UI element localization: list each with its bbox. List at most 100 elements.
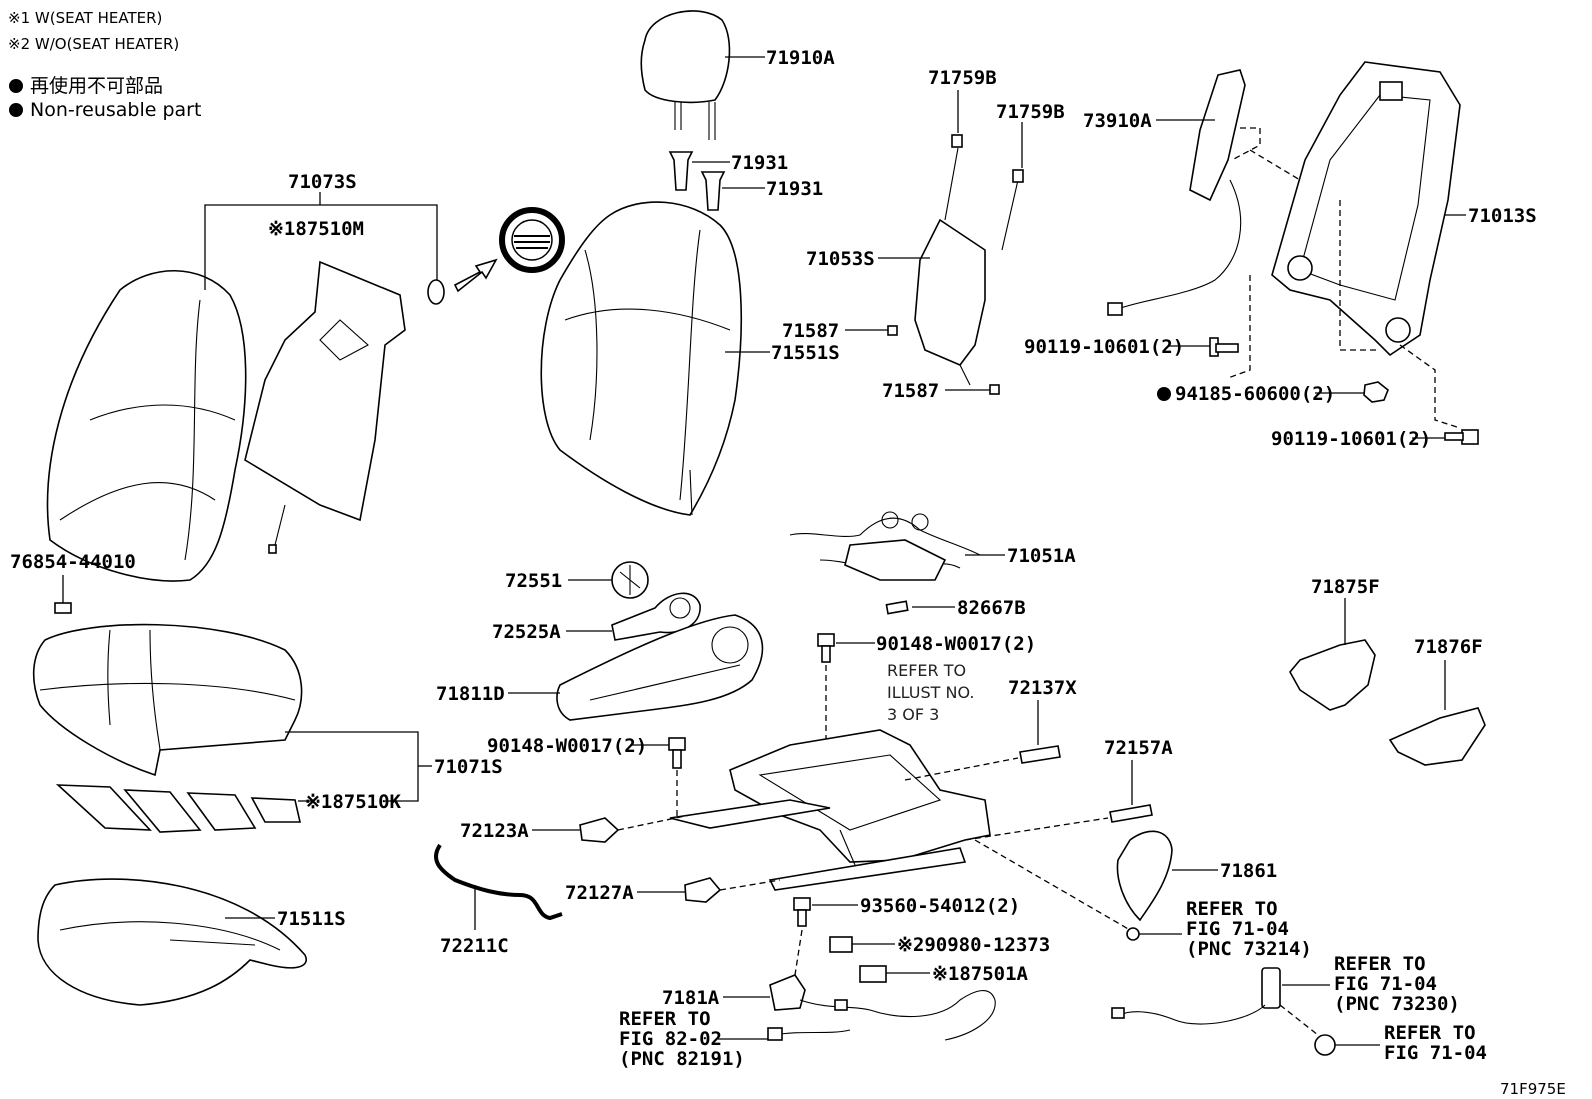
bolt-90148-upper-icon (817, 633, 835, 663)
part-label-72137X: 72137X (1008, 677, 1077, 699)
ref-82191-line3: (PNC 82191) (619, 1048, 745, 1070)
part-label-71931-lower: 71931 (766, 178, 823, 200)
part-label-94185: 94185-60600(2) (1175, 383, 1335, 405)
part-label-71587-upper: 71587 (782, 320, 839, 342)
headrest-support-drawing (668, 151, 726, 211)
cover-71861-drawing (1116, 830, 1173, 922)
part-label-71511S: 71511S (277, 908, 346, 930)
refer-illust-note: REFER TO ILLUST NO. 3 OF 3 (887, 661, 974, 724)
part-label-82667B: 82667B (957, 597, 1026, 619)
part-label-72123A: 72123A (460, 820, 529, 842)
ref-82191-line1: REFER TO (619, 1008, 711, 1030)
legend-note-no-seat-heater: ※2 W/O(SEAT HEATER) (8, 35, 179, 53)
cover-72137X-drawing (1019, 745, 1061, 764)
part-label-87501A: ※187501A (932, 963, 1029, 985)
bolt-90148-lower-icon (668, 737, 686, 769)
part-label-90119-upper: 90119-10601(2) (1024, 336, 1184, 358)
seatback-cover-drawing (46, 269, 247, 582)
lumbar-support-drawing (914, 134, 1024, 386)
ref-71-04-line1: REFER TO (1384, 1022, 1476, 1044)
part-label-71053S: 71053S (806, 248, 875, 270)
part-label-71875F: 71875F (1311, 576, 1380, 598)
nut-94185-icon (1363, 381, 1389, 403)
part-label-76854-44010: 76854-44010 (10, 551, 136, 573)
connector-90980-icon (829, 936, 853, 953)
ref-73230-line2: FIG 71-04 (1334, 973, 1437, 995)
ref-73230-line1: REFER TO (1334, 953, 1426, 975)
non-reusable-dot-icon (9, 103, 23, 117)
recliner-knob-drawing (611, 592, 701, 641)
cover-72127A-drawing (684, 877, 722, 903)
part-label-71811D: 71811D (436, 683, 505, 705)
legend-note-seat-heater: ※1 W(SEAT HEATER) (8, 9, 162, 27)
part-label-71861: 71861 (1220, 860, 1277, 882)
non-reusable-dot-icon (1157, 387, 1171, 401)
part-label-93560: 93560-54012(2) (860, 895, 1020, 917)
detail-arrow-icon (453, 258, 498, 293)
recliner-cap-drawing (611, 561, 649, 599)
hog-ring-drawing (427, 279, 445, 305)
side-airbag-drawing (1107, 69, 1246, 316)
part-label-71051A: 71051A (1007, 545, 1076, 567)
figure-code: 71F975E (1500, 1080, 1566, 1098)
bolt-90119-lower-icon (1444, 429, 1479, 445)
cushion-heater-drawing (55, 784, 302, 833)
hog-ring-detail-icon (499, 207, 565, 273)
legend-nonreusable-jp: 再使用不可部品 (30, 75, 163, 97)
part-label-87510K: ※187510K (305, 791, 402, 813)
tag-76854-icon (54, 602, 72, 614)
legend-nonreusable-en: Non-reusable part (30, 99, 201, 121)
leader-71073S (204, 204, 438, 290)
seat-harness-drawing (789, 511, 981, 581)
part-label-90980-12373: ※290980-12373 (897, 934, 1050, 956)
seatback-pad-drawing (540, 201, 743, 516)
part-label-72551: 72551 (505, 570, 562, 592)
refer-illust-line2: ILLUST NO. (887, 683, 974, 702)
part-label-71551S: 71551S (771, 342, 840, 364)
recliner-cover-drawing (556, 614, 764, 721)
clip-71587-icon (887, 325, 898, 336)
cover-71875F-drawing (1289, 639, 1376, 711)
cover-72123A-drawing (579, 817, 620, 843)
part-label-72211C: 72211C (440, 935, 509, 957)
part-label-71071S: 71071S (434, 756, 503, 778)
ref-73214-line2: FIG 71-04 (1186, 918, 1289, 940)
cushion-pad-drawing (37, 878, 307, 1006)
clip-82667B-icon (885, 600, 909, 615)
legend: ※1 W(SEAT HEATER) ※2 W/O(SEAT HEATER) 再使… (8, 9, 201, 121)
part-label-72127A: 72127A (565, 882, 634, 904)
cushion-cover-drawing (32, 623, 303, 777)
headrest-drawing (640, 10, 731, 140)
ref-73230-line3: (PNC 73230) (1334, 993, 1460, 1015)
part-label-73910A: 73910A (1083, 110, 1152, 132)
module-87501A-icon (859, 965, 887, 983)
cover-71876F-drawing (1388, 707, 1486, 766)
part-label-90119-lower: 90119-10601(2) (1271, 428, 1431, 450)
refer-illust-line3: 3 OF 3 (887, 705, 939, 724)
clip-71587-icon (989, 384, 1000, 395)
ref-73214-line3: (PNC 73214) (1186, 938, 1312, 960)
part-label-72525A: 72525A (492, 621, 561, 643)
part-label-71876F: 71876F (1414, 636, 1483, 658)
part-label-71013S: 71013S (1468, 205, 1537, 227)
part-label-71587-lower: 71587 (882, 380, 939, 402)
part-label-90148-upper: 90148-W0017(2) (876, 633, 1036, 655)
nut-icon (1314, 1034, 1336, 1056)
seatback-frame-drawing (1271, 61, 1461, 357)
part-label-71910A: 71910A (766, 47, 835, 69)
harness-7181A-drawing (767, 974, 996, 1041)
cover-72157A-drawing (1109, 804, 1153, 823)
seatback-heater-drawing (244, 260, 406, 554)
ref-71-04-line2: FIG 71-04 (1384, 1042, 1487, 1064)
part-label-72157A: 72157A (1104, 737, 1173, 759)
wire-72211C-drawing (434, 843, 563, 921)
part-label-71759B-right: 71759B (996, 101, 1065, 123)
seat-track-frame-drawing (669, 729, 991, 891)
part-label-71759B-left: 71759B (928, 67, 997, 89)
bolt-90119-upper-icon (1209, 337, 1239, 357)
non-reusable-dot-icon (9, 79, 23, 93)
buckle-harness-drawing (1111, 967, 1281, 1025)
refer-illust-line1: REFER TO (887, 661, 966, 680)
screw-93560-icon (793, 897, 811, 927)
